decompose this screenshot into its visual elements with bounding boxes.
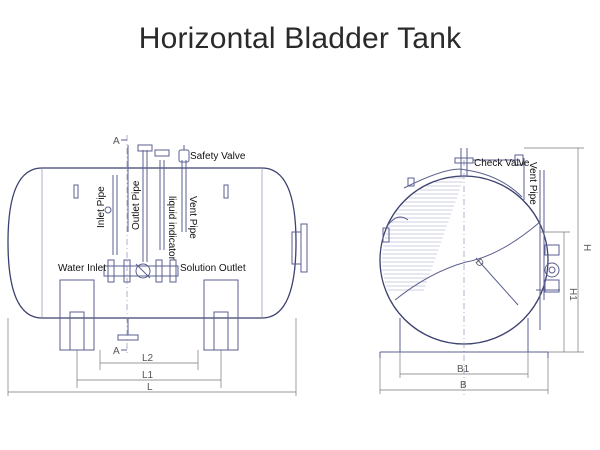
dim-label-b1: B1 [457,364,470,375]
label-inlet-pipe: Inlet Pipe [96,186,107,228]
dim-label-h1: H1 [567,288,578,301]
bladder-hatching [382,177,464,291]
end-valve-1-core [548,266,556,274]
side-mark-1 [73,184,79,199]
inlet-pipe-gauge [104,206,112,214]
bladder-left-edge [387,216,409,226]
label-water-inlet: Water Inlet [58,263,106,274]
dim-label-l: L [147,382,153,393]
safety-valve-body [178,149,190,163]
label-vent-pipe-end: Vent Pipe [527,162,538,205]
side-view: A A Safety Valve Inlet Pipe Outlet Pipe … [7,135,308,396]
label-outlet-pipe: Outlet Pipe [131,180,142,230]
end-view: D Check Valve Vent Pipe [379,147,592,395]
side-saddle-left [59,279,95,351]
dim-label-h: H [581,244,592,251]
section-label-bottom: A [113,346,120,357]
dim-label-l1: L1 [142,370,154,381]
dim-label-l2: L2 [142,353,154,364]
side-mark-2 [223,184,229,199]
side-manhole-plate [300,223,308,273]
side-dimensions: L2 L1 L [7,318,297,396]
end-flange-2 [544,279,560,293]
side-top-flange-2 [154,149,170,157]
label-vent-pipe-side: Vent Pipe [187,196,198,239]
dim-label-d: D [473,257,486,270]
side-saddle-right [203,279,239,351]
label-check-valve: Check Valve [474,158,530,169]
end-dimensions: B1 B H H1 [379,147,592,394]
end-left-fitting [407,177,415,187]
manifold-valve [135,263,151,279]
side-manifold [103,265,179,277]
side-tank-shell [7,167,297,319]
end-flange-1 [544,244,560,256]
diameter-line [475,257,519,306]
manifold-valve-cross [135,263,151,279]
manifold-flange-3 [155,259,163,283]
end-left-flange [382,227,390,243]
label-solution-outlet: Solution Outlet [180,263,246,274]
dim-label-b: B [460,380,467,391]
check-valve-body [514,154,524,166]
label-safety-valve: Safety Valve [190,151,246,162]
end-valve-1 [544,262,560,278]
side-top-flange [137,144,153,152]
bladder-top-curve [403,168,523,198]
side-drain-valve [117,334,139,341]
label-liquid-indicator: liquid indicator [166,196,177,261]
section-label-top: A [113,136,120,147]
page-title: Horizontal Bladder Tank [138,22,462,55]
manifold-flange-1 [107,259,115,283]
bladder-mid-curve [394,221,541,301]
manifold-flange-4 [169,259,177,283]
